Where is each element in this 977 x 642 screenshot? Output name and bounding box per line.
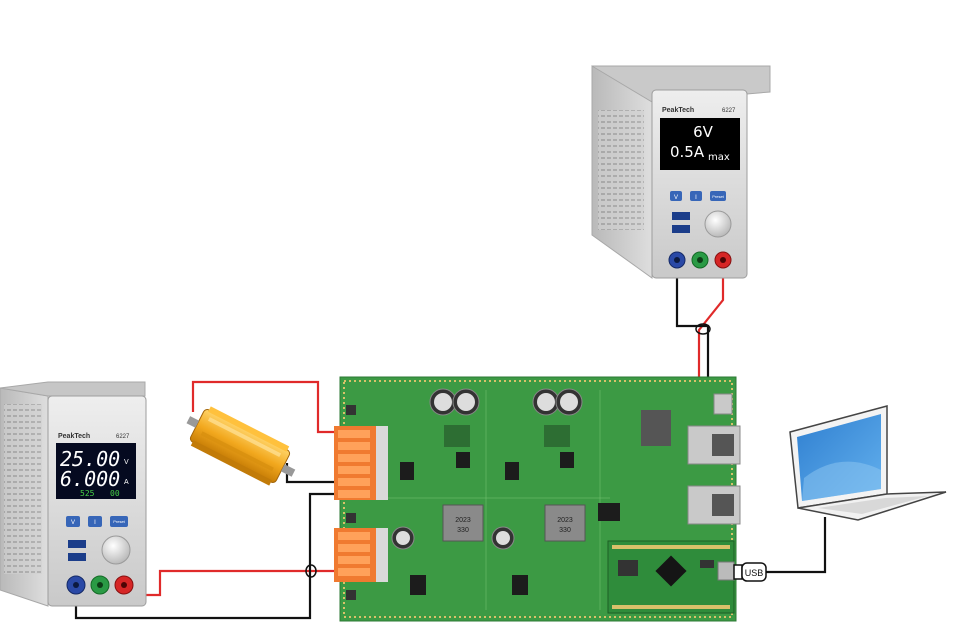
terminal-block-lower xyxy=(334,528,388,582)
psu-top-model: 6227 xyxy=(722,108,736,114)
mcu-usb-port xyxy=(717,561,735,581)
psu-left-voltage-unit: V xyxy=(124,459,129,466)
psu-left-knob[interactable] xyxy=(101,535,131,565)
inductor-1: 2023 330 xyxy=(442,504,484,542)
psu-top-voltage-readout: 6V xyxy=(693,123,714,141)
ethernet-jack-2 xyxy=(687,485,741,525)
laptop xyxy=(789,405,947,521)
psu-left-v-button[interactable] xyxy=(66,516,80,527)
psu-left-preset-label: Preset xyxy=(113,519,125,524)
inductor-1-year: 2023 xyxy=(455,517,471,524)
psu-left-usb-port-2 xyxy=(68,553,86,561)
psu-left-current-readout: 6.000 xyxy=(60,467,120,491)
psu-top-i-button[interactable] xyxy=(690,191,702,201)
psu-top-brand: PeakTech xyxy=(662,107,694,114)
psu-left-i-button[interactable] xyxy=(88,516,102,527)
psu-top-i-label: I xyxy=(695,195,697,201)
usb-plug-label: USB xyxy=(745,568,764,578)
psu-left-model: 6227 xyxy=(116,434,130,440)
wire-top-supply-positive xyxy=(697,262,725,395)
wire-usb xyxy=(762,517,827,574)
capacitor-group xyxy=(391,388,583,550)
wire-resistor-negative xyxy=(285,463,340,484)
inductor-2-code: 330 xyxy=(559,527,571,534)
psu-left-brand: PeakTech xyxy=(58,433,90,440)
psu-left-voltage-readout: 25.00 xyxy=(60,447,120,471)
psu-top-v-label: V xyxy=(674,195,678,201)
psu-top-v-button[interactable] xyxy=(670,191,682,201)
psu-top-preset-label: Preset xyxy=(712,194,724,199)
mcu-board xyxy=(607,540,735,614)
board-connector-top xyxy=(713,393,733,415)
power-supply-left: PeakTech 6227 25.00 V 6.000 A 525 00 V I… xyxy=(0,381,147,607)
psu-left-preset-button[interactable] xyxy=(110,516,128,527)
terminal-block-upper xyxy=(334,426,388,500)
inductor-1-code: 330 xyxy=(457,527,469,534)
psu-left-i-label: I xyxy=(94,520,96,526)
wire-top-supply-negative xyxy=(675,264,710,395)
wire-left-supply-negative xyxy=(74,492,340,620)
psu-top-usb-port-2 xyxy=(672,225,690,233)
load-resistor xyxy=(186,406,296,486)
psu-left-display xyxy=(56,443,136,499)
pcb-board: 2023 330 2023 330 xyxy=(334,376,741,622)
power-supply-top: PeakTech 6227 6V 0.5A max V I Preset xyxy=(591,65,771,279)
inductor-2: 2023 330 xyxy=(544,504,586,542)
psu-top-display xyxy=(660,118,740,170)
psu-left-extra-readout: 00 xyxy=(110,489,120,498)
psu-top-current-suffix: max xyxy=(708,152,730,163)
psu-top-current-readout: 0.5A xyxy=(670,143,705,161)
inductor-2-year: 2023 xyxy=(557,517,573,524)
ethernet-jack-1 xyxy=(687,425,741,465)
psu-top-preset-button[interactable] xyxy=(710,191,726,201)
psu-left-v-label: V xyxy=(71,520,75,526)
ic-components xyxy=(346,405,671,600)
psu-left-power-readout: 525 xyxy=(80,489,95,498)
wire-resistor-positive xyxy=(191,380,340,434)
psu-top-knob[interactable] xyxy=(704,210,732,238)
usb-plug: USB xyxy=(733,562,767,582)
psu-top-usb-port-1 xyxy=(672,212,690,220)
psu-left-current-unit: A xyxy=(124,479,129,486)
psu-left-usb-port-1 xyxy=(68,540,86,548)
